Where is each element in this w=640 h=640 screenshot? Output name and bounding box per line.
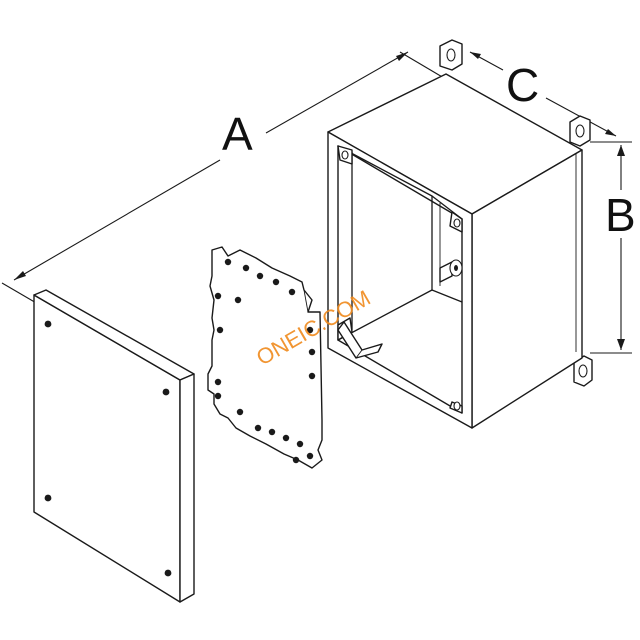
cover-panel (33, 289, 195, 603)
mounting-tab-top-right (569, 115, 591, 147)
enclosure-body (327, 39, 593, 429)
cover-side-edge (179, 373, 195, 603)
cover-screw-icon (44, 320, 52, 328)
back-panel (207, 246, 323, 469)
cover-screw-icon (164, 569, 172, 577)
cover-screw-icon (44, 494, 52, 502)
dimension-b: B (590, 141, 636, 354)
mounting-tab-bottom-right (573, 355, 593, 387)
dimension-a-label: A (222, 108, 253, 160)
cover-front-face (33, 294, 181, 603)
dimension-a: A (1, 51, 445, 305)
back-panel-holes (214, 258, 316, 464)
mounting-tab-top-back (439, 39, 463, 71)
cover-screw-icon (162, 388, 170, 396)
interior-bracket-icon (337, 321, 383, 359)
mounting-stud-icon (439, 259, 463, 283)
dimension-c: C (469, 51, 617, 137)
dimension-c-label: C (506, 59, 539, 111)
dimension-b-label: B (605, 189, 636, 241)
